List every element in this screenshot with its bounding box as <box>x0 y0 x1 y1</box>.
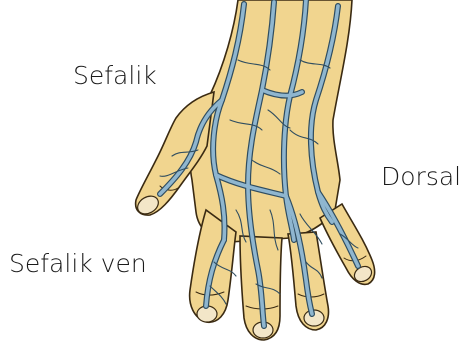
cephalic-vein-label: Sefalik ven <box>9 251 147 276</box>
cephalic-label: Sefalik <box>73 63 157 88</box>
dorsal-label: Dorsal <box>381 164 461 189</box>
